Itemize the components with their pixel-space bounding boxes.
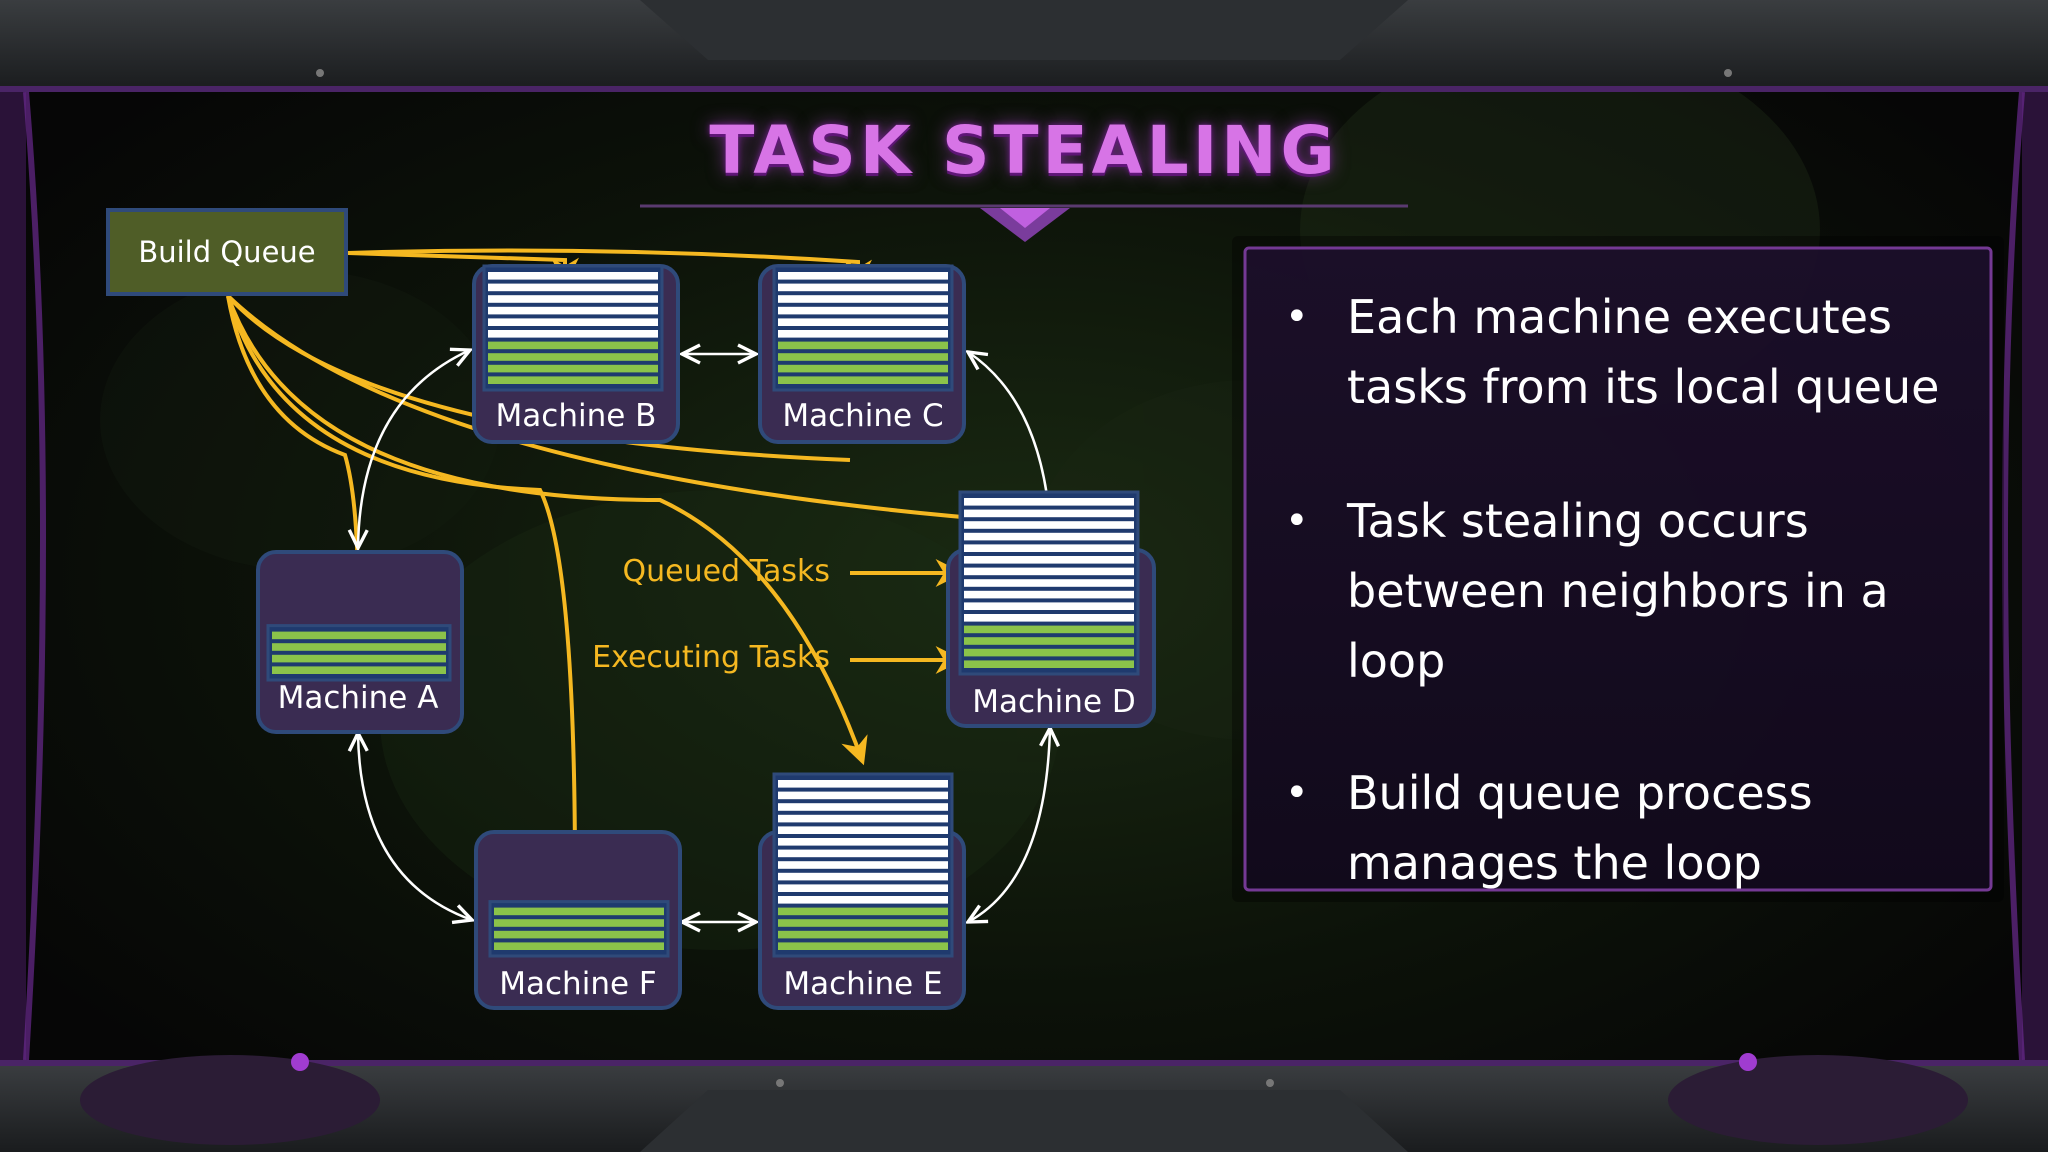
bullet-text: Task stealing occurs between neighbors i… bbox=[1347, 494, 1889, 688]
machine-c bbox=[758, 264, 966, 444]
machine-e-label: Machine E bbox=[783, 966, 943, 1002]
queued-task-bar bbox=[778, 872, 948, 881]
bullet-text: Each machine executes tasks from its loc… bbox=[1347, 290, 1940, 414]
queued-task-bar bbox=[964, 532, 1134, 541]
executing-task-bar bbox=[778, 919, 948, 927]
queued-task-bar bbox=[778, 861, 948, 869]
machine-f bbox=[474, 830, 682, 1010]
executing-task-bar bbox=[778, 341, 948, 350]
bullet-marker: • bbox=[1285, 294, 1309, 340]
queued-task-bar bbox=[778, 896, 948, 904]
executing-task-bar bbox=[494, 930, 664, 939]
bullet-text: Build queue process manages the loop bbox=[1347, 766, 1813, 890]
neighbor-steal-arrows bbox=[358, 350, 1050, 922]
queued-task-bar bbox=[964, 590, 1134, 599]
queued-task-bar bbox=[488, 306, 658, 315]
queued-task-bar bbox=[778, 318, 948, 326]
title-ornament bbox=[640, 204, 1408, 242]
bullet-panel-frame bbox=[1232, 236, 2004, 902]
steal-arrow-d-e bbox=[968, 728, 1050, 922]
queued-task-bar bbox=[964, 556, 1134, 564]
legend-arrows bbox=[850, 559, 964, 674]
executing-task-bar bbox=[494, 907, 664, 916]
queued-task-bar bbox=[488, 283, 658, 292]
queued-task-bar bbox=[964, 544, 1134, 552]
executing-task-bar bbox=[964, 648, 1134, 657]
queued-tasks-label: Queued Tasks bbox=[622, 554, 830, 589]
executing-task-bar bbox=[778, 930, 948, 939]
executing-task-bar bbox=[778, 376, 948, 384]
queued-task-bar bbox=[964, 498, 1134, 506]
executing-task-bar bbox=[272, 631, 446, 640]
queued-task-bar bbox=[964, 567, 1134, 576]
executing-task-bar bbox=[494, 942, 664, 950]
executing-task-bar bbox=[488, 364, 658, 373]
slide-title: TASK STEALING bbox=[709, 112, 1339, 189]
executing-task-bar bbox=[488, 376, 658, 384]
machine-d bbox=[946, 490, 1156, 728]
queued-task-bar bbox=[964, 602, 1134, 610]
machine-c-label: Machine C bbox=[782, 398, 944, 434]
executing-task-bar bbox=[272, 654, 446, 663]
queued-task-bar bbox=[778, 306, 948, 315]
queued-task-bar bbox=[488, 318, 658, 326]
machine-a-label: Machine A bbox=[277, 680, 439, 716]
executing-task-bar bbox=[272, 643, 446, 651]
queued-task-bar bbox=[488, 295, 658, 303]
machine-e bbox=[758, 772, 966, 1010]
queued-task-bar bbox=[778, 838, 948, 846]
executing-task-bar bbox=[778, 907, 948, 916]
executing-task-bar bbox=[964, 625, 1134, 634]
executing-task-bar bbox=[488, 341, 658, 350]
machine-d-label: Machine D bbox=[972, 684, 1136, 720]
machines-layer bbox=[256, 264, 1156, 1010]
queued-task-bar bbox=[778, 803, 948, 811]
executing-task-bar bbox=[272, 666, 446, 674]
queued-task-bar bbox=[964, 579, 1134, 587]
queued-task-bar bbox=[778, 295, 948, 303]
build-arrow-to-f bbox=[226, 295, 589, 880]
queued-task-bar bbox=[778, 330, 948, 338]
build-arrow-to-e bbox=[226, 295, 868, 766]
machine-b-label: Machine B bbox=[495, 398, 657, 434]
executing-task-bar bbox=[964, 637, 1134, 645]
queued-task-bar bbox=[778, 849, 948, 858]
executing-task-bar bbox=[778, 353, 948, 361]
steal-arrow-a-b bbox=[358, 350, 470, 548]
queued-task-bar bbox=[778, 791, 948, 800]
bullet-marker: • bbox=[1285, 770, 1309, 816]
queued-task-bar bbox=[778, 272, 948, 280]
build-queue-label: Build Queue bbox=[138, 235, 316, 269]
executing-task-bar bbox=[778, 942, 948, 950]
executing-task-bar bbox=[778, 364, 948, 373]
queued-task-bar bbox=[778, 814, 948, 823]
queued-task-bar bbox=[488, 330, 658, 338]
queued-task-bar bbox=[964, 509, 1134, 518]
queued-task-bar bbox=[964, 521, 1134, 529]
queued-task-bar bbox=[778, 884, 948, 892]
machine-f-label: Machine F bbox=[499, 966, 657, 1002]
executing-task-bar bbox=[964, 660, 1134, 668]
bullet-marker: • bbox=[1285, 498, 1309, 544]
queued-task-bar bbox=[964, 614, 1134, 622]
machine-b bbox=[472, 264, 680, 444]
executing-task-bar bbox=[488, 353, 658, 361]
build-arrow-to-c bbox=[347, 248, 872, 288]
machine-a bbox=[256, 550, 464, 734]
steal-arrow-a-f bbox=[358, 733, 472, 920]
queued-task-bar bbox=[488, 272, 658, 280]
build-queue-box: Build Queue bbox=[106, 208, 348, 296]
executing-task-bar bbox=[494, 919, 664, 927]
queued-task-bar bbox=[778, 780, 948, 788]
executing-tasks-label: Executing Tasks bbox=[592, 640, 830, 675]
queued-task-bar bbox=[778, 826, 948, 834]
bullet-panel: • Each machine executes tasks from its l… bbox=[1245, 248, 1991, 894]
queued-task-bar bbox=[778, 283, 948, 292]
